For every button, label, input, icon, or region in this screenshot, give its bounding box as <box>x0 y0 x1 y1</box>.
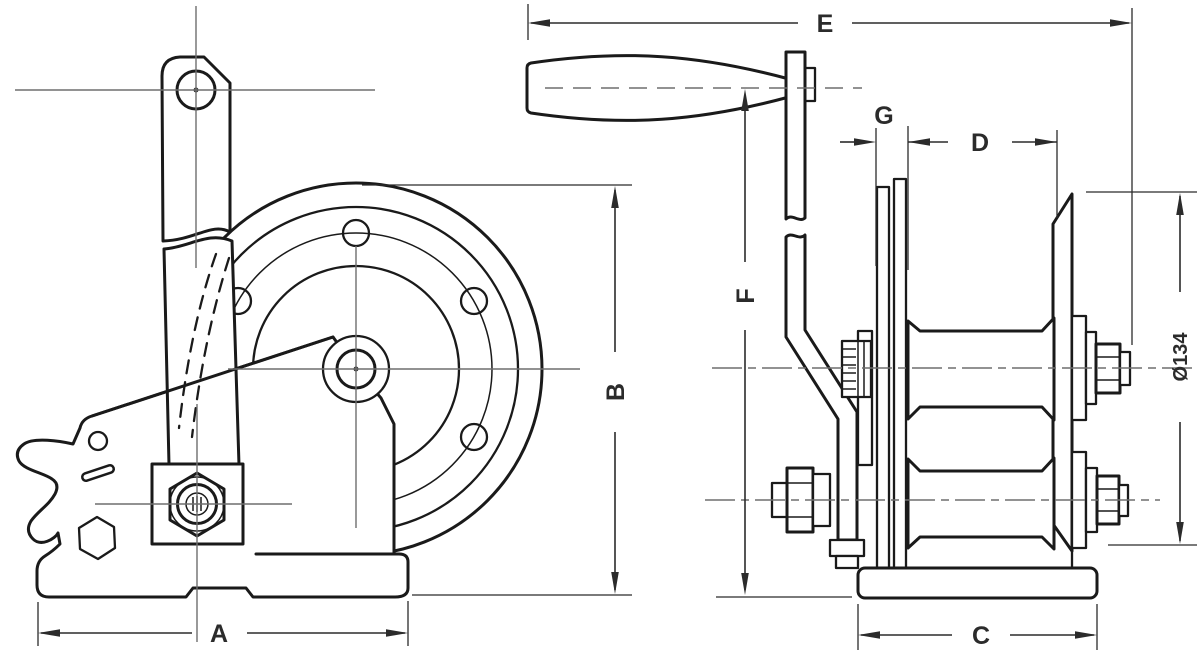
F-arrow-top <box>741 89 749 111</box>
ratchet-teeth <box>842 341 865 397</box>
side-view <box>15 6 580 642</box>
dia-arrow-top <box>1176 193 1184 215</box>
dim-label-F: F <box>732 288 760 303</box>
A-arrow-left <box>38 629 60 637</box>
dim-label-E: E <box>817 10 834 38</box>
hidden-pawl-dashed-arc-1 <box>177 252 218 430</box>
B-arrow-bottom <box>611 572 619 594</box>
handle-shaft-lower <box>162 236 241 467</box>
plate-small-hole <box>87 430 109 452</box>
drum-right-flange <box>1051 192 1074 553</box>
dimension-B: B <box>362 184 632 596</box>
crank-axle-boss <box>803 66 817 103</box>
A-arrow-right <box>386 629 408 637</box>
front-view-centerlines <box>545 87 1196 501</box>
G-arrow <box>854 138 876 146</box>
dimension-G: G <box>840 102 909 270</box>
dimension-A: A <box>37 601 409 648</box>
dim-label-C: C <box>972 622 990 650</box>
side-view-centerlines <box>15 6 580 642</box>
dimension-E: E <box>527 4 1133 345</box>
drum-barrel-upper-band <box>906 316 1056 422</box>
drum-barrel-lower-band <box>906 456 1056 551</box>
dimension-C: C <box>857 604 1098 650</box>
front-view-base <box>856 566 1099 600</box>
dim-label-A: A <box>210 620 228 648</box>
plate-hex-hole <box>77 515 117 561</box>
flange-hole-upper-right <box>459 286 489 316</box>
hidden-pawl-dashed-arc-2 <box>190 256 231 439</box>
crank-arm-lower <box>784 233 859 542</box>
E-arrow-left <box>528 19 550 27</box>
flange-hole-lower-right <box>459 422 489 452</box>
crank-arm-foot-flare <box>828 538 866 558</box>
D-arrow-left <box>908 138 930 146</box>
plate-slot-inner <box>83 466 113 480</box>
dim-label-diameter-134: Ø134 <box>1170 332 1192 382</box>
E-arrow-right <box>1110 19 1132 27</box>
crank-arm-foot <box>834 554 860 570</box>
dim-label-D: D <box>971 129 989 157</box>
ratchet-gear-plate <box>875 185 891 570</box>
dimension-F: F <box>716 89 852 598</box>
front-view <box>525 50 1196 600</box>
D-arrow-right <box>1035 138 1057 146</box>
C-arrow-right <box>1075 631 1097 639</box>
dimension-D: D <box>908 129 1058 218</box>
F-arrow-bottom <box>741 573 749 595</box>
B-arrow-top <box>611 186 619 208</box>
dim-label-B: B <box>602 383 630 401</box>
dimensions: E F B A <box>37 4 1197 650</box>
crank-arm-upper <box>784 50 807 221</box>
C-arrow-left <box>858 631 880 639</box>
dia-arrow-bottom <box>1176 522 1184 544</box>
drum-left-flange-plate <box>892 177 908 570</box>
dim-label-G: G <box>874 102 893 130</box>
ratchet-hub-boss <box>840 339 873 399</box>
plate-top-edge-line <box>90 335 335 418</box>
dimension-flange-diameter: Ø134 <box>1086 191 1197 546</box>
